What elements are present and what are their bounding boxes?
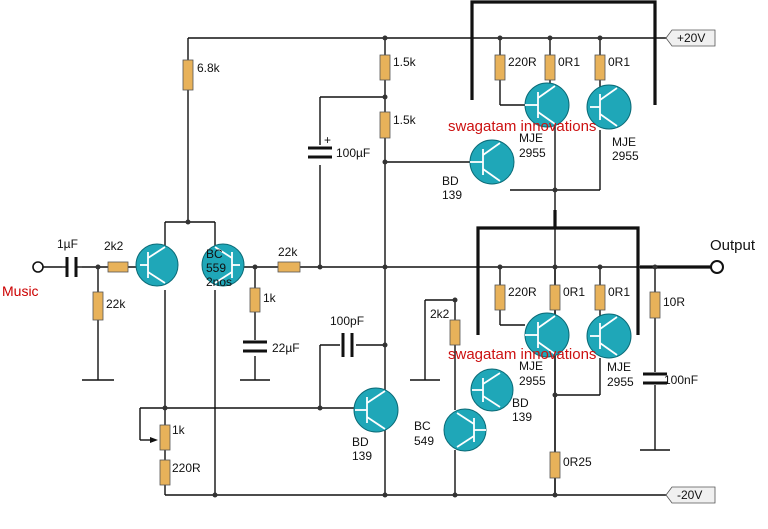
r-22k-in-label: 22k <box>106 297 126 311</box>
transistor-mje2955-top-b <box>586 84 632 130</box>
q-mje-top-b-label: MJE <box>612 135 636 149</box>
pot-1k-label: 1k <box>172 423 186 437</box>
q-mje-top-a-num-label: 2955 <box>519 146 546 160</box>
transistor-bc559-a <box>135 243 179 287</box>
resistor-2k2-input <box>107 261 129 273</box>
q-mje-bot-a-num-label: 2955 <box>519 374 546 388</box>
q-bc559-label: BC <box>206 247 223 261</box>
q-bd139-vas-label: BD <box>352 435 369 449</box>
q-bd139-bot-label: BD <box>512 396 529 410</box>
q-mje-top-a-label: MJE <box>519 131 543 145</box>
q-mje-bot-b-label: MJE <box>607 360 631 374</box>
resistor-2k2-bias <box>449 319 461 346</box>
q-bc559-note-label: 2nos <box>206 275 232 289</box>
r-6-8k-label: 6.8k <box>197 61 221 75</box>
q-bc559-num-label: 559 <box>206 261 226 275</box>
pot-wiper-arrow <box>150 437 158 443</box>
transistor-mje2955-bottom-a <box>524 312 570 358</box>
r-2k2-bias-label: 2k2 <box>430 307 450 321</box>
transistor-bd139-top <box>469 139 515 185</box>
resistor-10r <box>649 291 661 319</box>
resistor-6-8k <box>182 59 194 91</box>
r-1-5k-b-label: 1.5k <box>393 113 417 127</box>
resistor-1-5k-b <box>379 111 391 139</box>
r-220r-low-label: 220R <box>172 461 201 475</box>
r-1-5k-a-label: 1.5k <box>393 55 417 69</box>
c-100uf-label: 100µF <box>336 146 370 160</box>
q-bc549-label: BC <box>414 419 431 433</box>
resistor-1-5k-a <box>379 54 391 81</box>
r-220r-top-label: 220R <box>508 55 537 69</box>
r-2k2-in-label: 2k2 <box>104 239 124 253</box>
resistor-0r1-top-b <box>594 54 606 81</box>
input-label: Music <box>2 283 39 299</box>
negative-rail-tag <box>665 486 716 504</box>
wires <box>42 0 712 496</box>
watermark-bottom: swagatam innovations <box>448 346 596 363</box>
r-0r1-bot-b-label: 0R1 <box>608 285 630 299</box>
resistor-1k-mid <box>249 287 261 313</box>
q-bd139-top-label: BD <box>442 174 459 188</box>
output-terminal[interactable] <box>710 260 724 274</box>
transistor-mje2955-bottom-b <box>586 313 632 359</box>
r-0r1-top-b-label: 0R1 <box>608 55 630 69</box>
output-label: Output <box>710 237 756 254</box>
resistor-0r1-bottom-b <box>594 284 606 311</box>
junction-dots <box>95 35 658 498</box>
r-220r-bot-label: 220R <box>508 285 537 299</box>
q-mje-bot-b-num-label: 2955 <box>607 375 634 389</box>
transistor-bd139-vas <box>353 387 399 433</box>
r-0r25-label: 0R25 <box>563 455 592 469</box>
potentiometer-1k <box>159 424 171 451</box>
r-10r-label: 10R <box>663 295 685 309</box>
resistor-22k-input <box>92 291 104 321</box>
resistor-22k-feedback <box>277 261 301 273</box>
c-in-label: 1µF <box>57 237 78 251</box>
c-22uf-label: 22µF <box>272 341 300 355</box>
resistors <box>92 54 661 486</box>
r-1k-mid-label: 1k <box>263 291 277 305</box>
q-bd139-top-num-label: 139 <box>442 188 462 202</box>
positive-supply-label: +20V <box>677 31 705 45</box>
c-100pf-label: 100pF <box>330 314 364 328</box>
watermark-top: swagatam innovations <box>448 118 596 135</box>
r-0r1-bot-a-label: 0R1 <box>563 285 585 299</box>
r-0r1-top-a-label: 0R1 <box>558 55 580 69</box>
q-mje-bot-a-label: MJE <box>519 359 543 373</box>
svg-text:+: + <box>324 133 331 147</box>
input-terminal[interactable] <box>32 261 44 273</box>
q-mje-top-b-num-label: 2955 <box>612 149 639 163</box>
transistor-bc549 <box>443 408 487 452</box>
transistor-bd139-bottom <box>470 368 514 412</box>
transistor-bc559-b <box>201 243 245 287</box>
r-22k-fb-label: 22k <box>278 245 298 259</box>
transistor-mje2955-top-a <box>524 82 570 128</box>
q-bd139-bot-num-label: 139 <box>512 410 532 424</box>
resistor-220r-top <box>494 54 506 81</box>
resistor-0r1-top-a <box>544 54 556 81</box>
labels: +20V -20V Music Output 6.8k 1.5k 1.5k 22… <box>2 31 756 502</box>
negative-supply-label: -20V <box>677 488 702 502</box>
q-bd139-vas-num-label: 139 <box>352 449 372 463</box>
positive-rail-tag <box>665 29 716 47</box>
capacitors: + <box>62 133 667 385</box>
resistor-220r-low <box>159 459 171 486</box>
transistors <box>135 82 632 452</box>
c-100nf-label: 100nF <box>664 373 698 387</box>
q-bc549-num-label: 549 <box>414 434 434 448</box>
resistor-0r1-bottom-a <box>549 284 561 311</box>
resistor-0r25 <box>549 451 561 479</box>
resistor-220r-bottom <box>494 284 506 311</box>
